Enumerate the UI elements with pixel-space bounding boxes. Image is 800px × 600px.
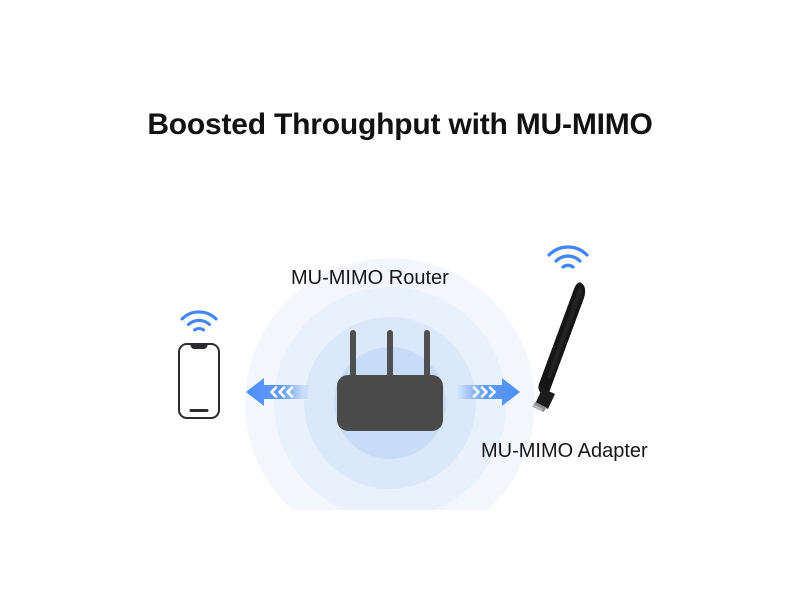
wifi-signal-icon-adapter bbox=[546, 236, 590, 269]
arrow-right-icon bbox=[456, 375, 520, 409]
arrow-left-icon bbox=[246, 375, 310, 409]
wifi-signal-icon-phone bbox=[179, 302, 219, 332]
router-label: MU-MIMO Router bbox=[291, 267, 449, 289]
mu-mimo-diagram bbox=[0, 180, 800, 510]
router-antenna-left bbox=[350, 330, 356, 378]
usb-wifi-adapter-icon bbox=[520, 278, 600, 413]
smartphone-icon bbox=[178, 343, 220, 419]
page-title: Boosted Throughput with MU-MIMO bbox=[147, 108, 653, 141]
router-antenna-center bbox=[387, 330, 393, 378]
adapter-label: MU-MIMO Adapter bbox=[481, 440, 648, 462]
router-antenna-right bbox=[424, 330, 430, 378]
phone-notch bbox=[190, 344, 208, 349]
router-body bbox=[337, 375, 443, 431]
wifi-router-icon bbox=[333, 330, 447, 431]
phone-home-indicator bbox=[189, 409, 209, 412]
